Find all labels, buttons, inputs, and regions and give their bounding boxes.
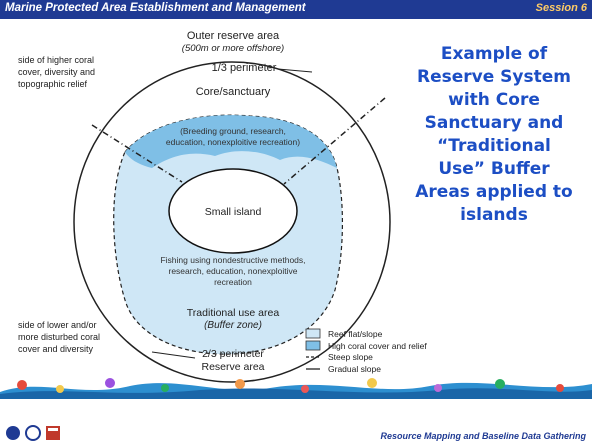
logo-1-icon [6, 426, 20, 440]
legend-label-high-coral: High coral cover and relief [328, 341, 427, 351]
legend-swatch-reef-flat [305, 328, 321, 339]
callout-line-3: with Core [448, 90, 540, 110]
callout-line-6: Use” Buffer [438, 159, 550, 179]
small-island-label: Small island [205, 206, 262, 218]
core-sanctuary-label: Core/sanctuary [196, 86, 271, 98]
legend: Reef flat/slope High coral cover and rel… [305, 328, 427, 374]
legend-swatch-high-coral [305, 340, 321, 351]
reserve-system-diagram: Outer reserve area (500m or more offshor… [0, 30, 592, 399]
small-island [168, 168, 298, 254]
left-bottom-note-1: side of lower and/or [18, 320, 97, 330]
bottom-perimeter-arrow [151, 351, 196, 359]
session-label: Session 6 [535, 2, 587, 14]
high-coral-cover-area [125, 115, 337, 168]
slide-header: Marine Protected Area Establishment and … [0, 0, 592, 19]
left-top-note-3: topographic relief [18, 79, 88, 89]
right-boundary-line [283, 97, 386, 185]
callout-line-7: Areas applied to [415, 182, 572, 202]
buffer-zone-label: (Buffer zone) [204, 320, 262, 331]
footer-divider [0, 424, 592, 425]
partner-logos [6, 425, 60, 441]
logo-2-icon [25, 425, 41, 441]
header-title: Marine Protected Area Establishment and … [5, 2, 306, 14]
outer-reserve-label: Outer reserve area [187, 30, 280, 42]
callout-line-5: “Traditional [437, 136, 551, 156]
fishing-note-2: research, education, nonexploitive [169, 266, 298, 276]
outer-reserve-note: (500m or more offshore) [182, 43, 284, 54]
left-top-note-1: side of higher coral [18, 55, 94, 65]
callout-line-1: Example of [441, 44, 548, 64]
left-top-note-2: cover, diversity and [18, 67, 95, 77]
legend-label-gradual-slope: Gradual slope [328, 364, 381, 374]
reef-banner [0, 378, 592, 399]
left-boundary-line [91, 124, 183, 183]
outer-reserve-ring [73, 61, 391, 383]
callout-line-4: Sanctuary and [425, 113, 564, 133]
bottom-perimeter-label: 2/3 perimeter [202, 348, 264, 360]
legend-label-steep-slope: Steep slope [328, 352, 373, 362]
callout-text: Example of Reserve System with Core Sanc… [415, 44, 572, 225]
reserve-area-label: Reserve area [201, 361, 264, 373]
footer-text: Resource Mapping and Baseline Data Gathe… [380, 431, 586, 441]
callout-line-2: Reserve System [417, 67, 571, 87]
traditional-use-label: Traditional use area [187, 307, 280, 319]
left-bottom-note-3: cover and diversity [18, 344, 94, 354]
core-note-2: education, nonexploitive recreation) [166, 137, 300, 147]
callout-line-8: islands [460, 205, 528, 225]
legend-label-reef-flat: Reef flat/slope [328, 329, 383, 339]
top-perimeter-arrow [277, 68, 313, 73]
core-note-1: (Breeding ground, research, [180, 126, 286, 136]
top-perimeter-label: 1/3 perimeter [212, 62, 277, 74]
fishing-note-1: Fishing using nondestructive methods, [160, 255, 305, 265]
left-bottom-note-2: more disturbed coral [18, 332, 100, 342]
fishing-note-3: recreation [214, 277, 252, 287]
